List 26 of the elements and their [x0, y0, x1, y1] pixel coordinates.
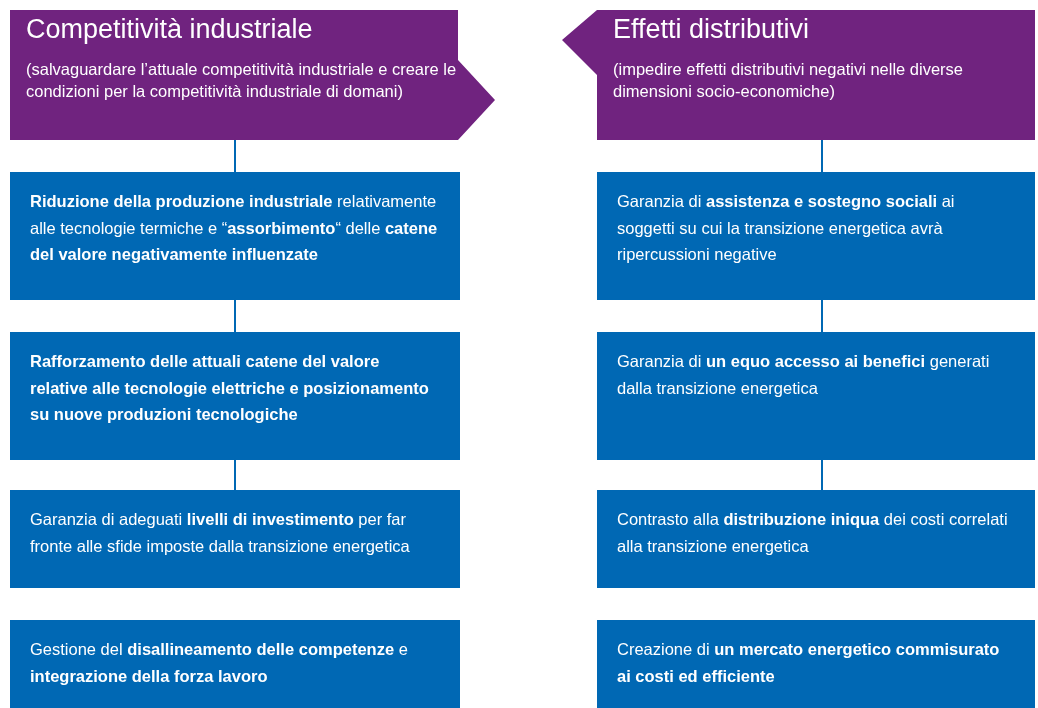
connector-line	[821, 139, 823, 173]
goal-box	[10, 172, 460, 300]
goal-box	[10, 332, 460, 460]
goal-box	[10, 490, 460, 588]
connector-line	[821, 459, 823, 491]
connector-line	[234, 299, 236, 333]
goal-text: Gestione del disallineamento delle competenze e integrazione della forza lavoro	[30, 639, 409, 687]
header-subtitle: (salvaguardare l’attuale competitività industriale e creare le condizioni per la competitività industriale di domani)	[26, 59, 458, 102]
goal-box	[597, 620, 1035, 708]
header-title: Effetti distributivi	[613, 14, 810, 45]
header-subtitle: (impedire effetti distributivi negativi nelle diverse dimensioni socio-economiche)	[613, 59, 965, 102]
goal-text: Garanzia di un equo accesso ai benefici generati dalla transizione energetica	[617, 351, 991, 399]
goal-box	[597, 332, 1035, 460]
connector-line	[234, 459, 236, 491]
goal-box	[10, 620, 460, 708]
goal-text: Rafforzamento delle attuali catene del valore relative alle tecnologie elettriche e posizionamento su nuove produzioni tecnologiche	[30, 351, 430, 425]
goal-text: Garanzia di adeguati livelli di investimento per far fronte alle sfide imposte dalla transizione energetica	[30, 509, 411, 557]
goal-text: Riduzione della produzione industriale relativamente alle tecnologie termiche e “assorbimento“ delle catene del valore negativamente influenzate	[30, 191, 439, 265]
connector-line	[821, 299, 823, 333]
connector-line	[234, 139, 236, 173]
goal-box	[597, 172, 1035, 300]
header-title: Competitività industriale	[26, 14, 313, 45]
goal-text: Garanzia di assistenza e sostegno sociali ai soggetti su cui la transizione energetica avrà ripercussioni negative	[617, 191, 956, 265]
goal-text: Creazione di un mercato energetico commisurato ai costi ed efficiente	[617, 639, 1001, 687]
goal-box	[597, 490, 1035, 588]
goal-text: Contrasto alla distribuzione iniqua dei costi correlati alla transizione energetica	[617, 509, 1009, 557]
